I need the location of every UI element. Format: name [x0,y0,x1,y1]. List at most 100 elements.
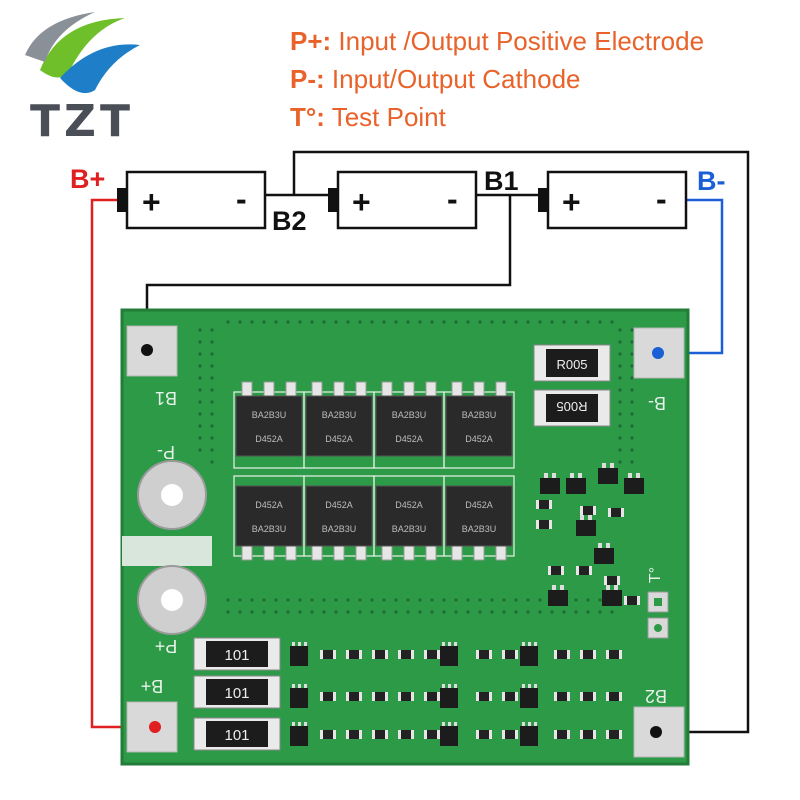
mosfet-row-bottom: D452ABA2B3UD452ABA2B3UD452ABA2B3UD452ABA… [233,475,515,561]
mosfet-top-2: BA2B3U D452A [305,381,373,457]
smd-resistor [398,650,414,659]
mosfet-top-3: BA2B3U D452A [375,381,443,457]
smd-transistor [598,463,618,484]
smd-chip [536,500,552,509]
smd-resistor [424,650,440,659]
smd-ic [440,684,458,708]
svg-text:BA2B3U: BA2B3U [322,524,357,534]
silk-t: T° [647,567,664,583]
svg-text:R005: R005 [556,399,587,414]
tzt-logo [25,12,140,94]
svg-text:BA2B3U: BA2B3U [322,410,357,420]
smd-resistor [398,730,414,739]
smd-resistor [606,730,622,739]
mosfet-top-1: BA2B3U D452A [235,381,303,457]
smd-resistor [372,650,388,659]
cell-2-minus: - [447,181,458,217]
smd-ic [290,684,308,708]
smd-ic [290,642,308,666]
silk-bplus: B+ [141,676,164,696]
mosfet-bottom-2: D452A BA2B3U [305,485,373,561]
svg-text:D452A: D452A [255,500,283,510]
smd-chip [580,506,596,515]
cell-2-plus: + [352,184,371,220]
resistor-101-label: 101 [224,647,249,664]
via-pattern [198,320,634,614]
resistor-101-label: 101 [224,727,249,744]
smd-resistor [502,730,518,739]
smd-resistor [476,650,492,659]
logo-swoosh-gray [25,12,95,62]
smd-transistor [540,473,560,494]
battery-cell-1: + - [117,170,267,230]
smd-resistor [320,692,336,701]
battery-cell-3: + - [538,170,688,230]
resistor-101-1: 101 [193,637,281,671]
smd-resistor [372,692,388,701]
shunt-resistor-1: R005 [533,344,611,382]
svg-text:D452A: D452A [255,434,283,444]
smd-transistor [576,515,596,536]
logo-text: TZT [30,96,134,147]
silk-stripe [122,536,212,566]
smd-resistor [554,730,570,739]
svg-text:D452A: D452A [325,434,353,444]
svg-text:BA2B3U: BA2B3U [252,410,287,420]
smd-chip [604,576,620,585]
svg-text:D452A: D452A [395,434,423,444]
label-b1: B1 [484,166,519,196]
smd-resistor [424,730,440,739]
smd-resistor [372,730,388,739]
svg-text:BA2B3U: BA2B3U [462,524,497,534]
legend-pminus: P-: Input/Output Cathode [290,64,581,94]
test-point-pads [647,591,669,639]
smd-resistor [502,650,518,659]
pad-bminus [633,327,685,379]
silk-b1: B1 [155,388,177,408]
svg-text:BA2B3U: BA2B3U [462,410,497,420]
legend-test-point: T°: Test Point [290,102,446,132]
battery-cell-2: + - [328,170,478,230]
smd-chip [608,508,624,517]
svg-text:BA2B3U: BA2B3U [392,410,427,420]
smd-resistor [580,730,596,739]
pad-pplus [137,565,207,635]
cell-3-plus: + [562,184,581,220]
svg-text:R005: R005 [556,357,587,372]
smd-ic [440,642,458,666]
smd-resistor [606,692,622,701]
smd-resistor [502,692,518,701]
resistor-101-label: 101 [224,685,249,702]
smd-transistor [594,543,614,564]
smd-resistor [346,650,362,659]
smd-ic [520,642,538,666]
smd-resistor [580,692,596,701]
smd-ic [520,684,538,708]
smd-resistor [580,650,596,659]
pad-bplus [126,701,178,753]
mosfet-row-top: BA2B3UD452ABA2B3UD452ABA2B3UD452ABA2B3UD… [233,381,515,469]
smd-ic [520,722,538,746]
wire-b2-top [292,150,750,734]
smd-parts [290,463,644,746]
smd-resistor [554,692,570,701]
smd-chip [536,520,552,529]
silk-pplus: P+ [155,636,178,656]
silk-pminus: P- [157,442,175,462]
smd-transistor [602,585,622,606]
cell-1-plus: + [142,184,161,220]
label-bminus: B- [697,166,726,196]
resistor-101-2: 101 [193,675,281,709]
svg-text:D452A: D452A [395,500,423,510]
label-bplus: B+ [70,164,105,194]
smd-resistor [476,730,492,739]
resistor-column: 101 101 101 [193,637,281,751]
smd-resistor [606,650,622,659]
legend-pplus: P+: Input /Output Positive Electrode [290,26,705,56]
svg-text:BA2B3U: BA2B3U [252,524,287,534]
silk-bminus: B- [648,393,666,413]
svg-text:D452A: D452A [325,500,353,510]
